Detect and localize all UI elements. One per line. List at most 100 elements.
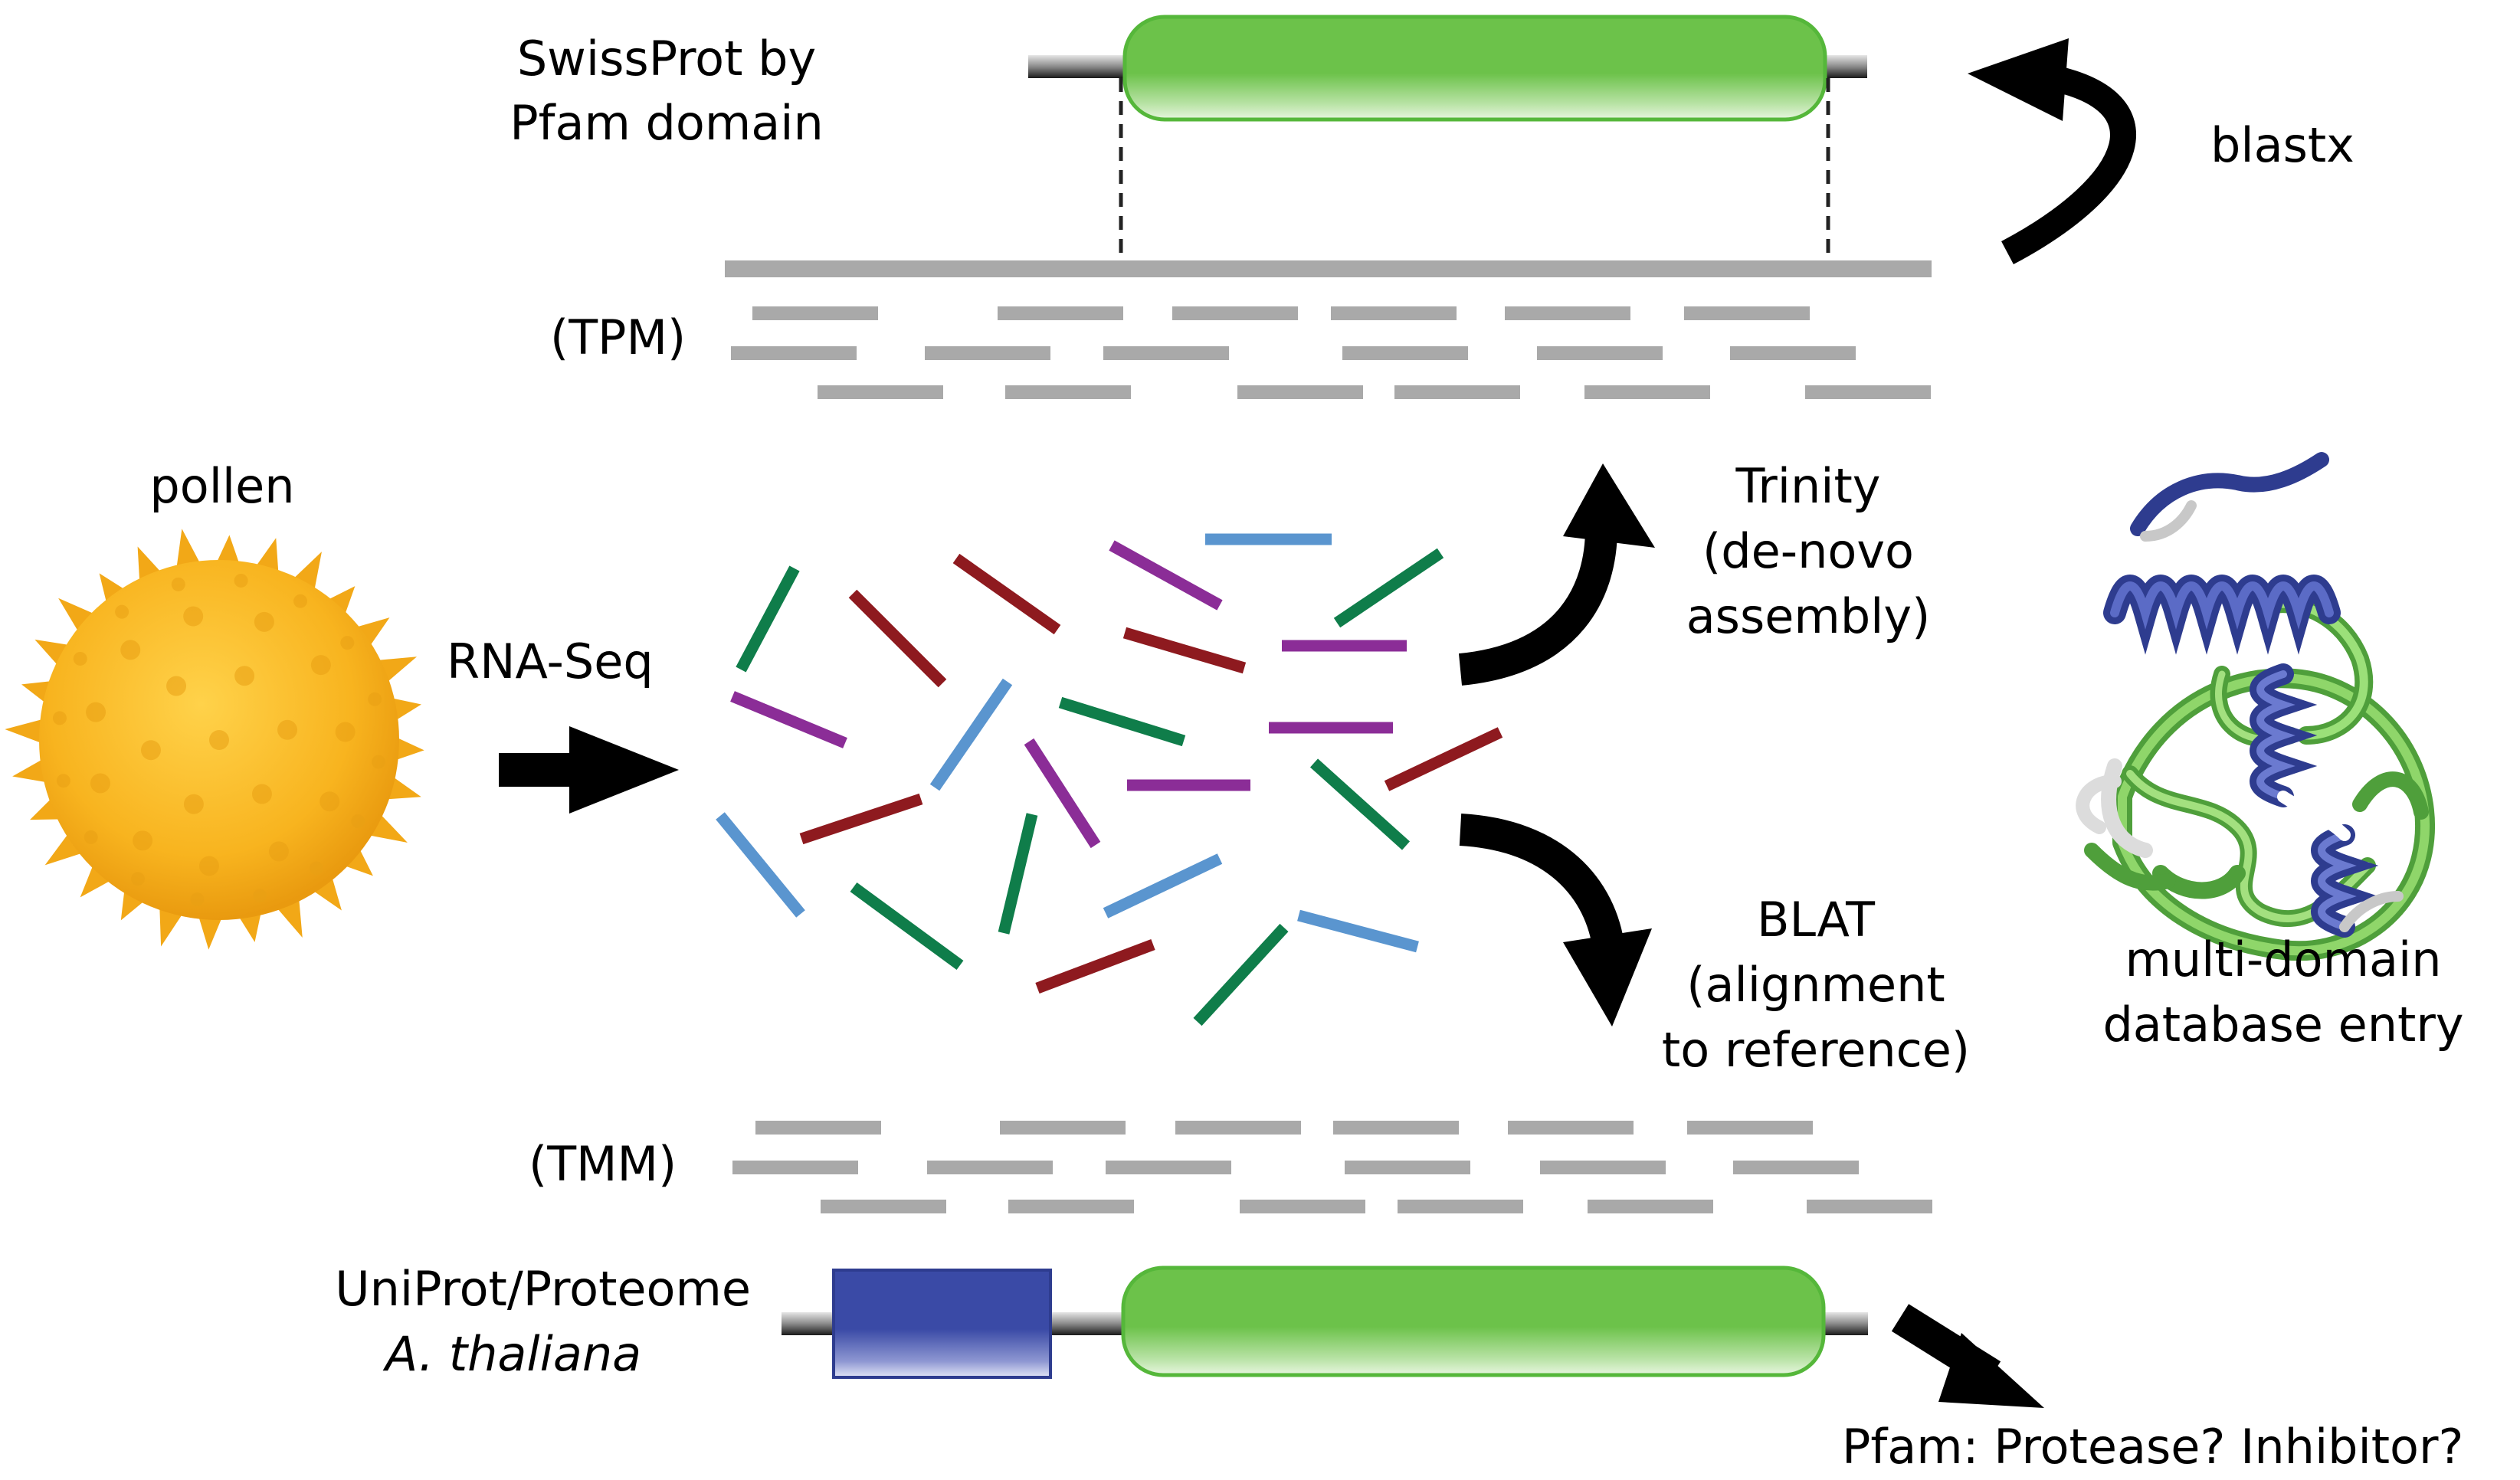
pollen-bump bbox=[309, 861, 323, 876]
pollen-bump bbox=[234, 666, 255, 686]
short-read bbox=[716, 812, 805, 918]
blat-label-line2: (alignment bbox=[1686, 957, 1945, 1013]
pollen-label: pollen bbox=[149, 458, 295, 514]
pollen-bump bbox=[120, 640, 141, 660]
pollen-bump bbox=[320, 791, 340, 812]
mapped-read bbox=[998, 306, 1123, 320]
pollen-bump bbox=[253, 889, 267, 903]
pollen-bump bbox=[84, 830, 98, 844]
mapped-read bbox=[1394, 385, 1520, 399]
mapped-read bbox=[1240, 1200, 1365, 1213]
pollen-bump bbox=[130, 872, 145, 886]
mapped-read bbox=[1008, 1200, 1134, 1213]
short-read bbox=[929, 678, 1013, 791]
mapped-read bbox=[1175, 1121, 1301, 1135]
mapped-read bbox=[1103, 346, 1229, 360]
trinity-label-line2: (de-novo bbox=[1702, 523, 1914, 579]
mapped-read bbox=[755, 1121, 881, 1135]
short-read bbox=[736, 565, 800, 673]
short-read bbox=[998, 813, 1038, 935]
short-read bbox=[850, 882, 964, 971]
mapped-read bbox=[1584, 385, 1710, 399]
pfam-question-label: Pfam: Protease? Inhibitor? bbox=[1842, 1419, 2464, 1475]
pollen-bump bbox=[293, 594, 308, 608]
pollen-spike bbox=[348, 617, 390, 653]
pollen-bump bbox=[310, 655, 331, 676]
mapped-read bbox=[732, 1161, 858, 1174]
swissprot-label-line2: Pfam domain bbox=[510, 95, 824, 151]
pollen-bump bbox=[171, 577, 185, 591]
mapped-read bbox=[1508, 1121, 1634, 1135]
mapped-read bbox=[818, 385, 943, 399]
mapped-read bbox=[1540, 1161, 1666, 1174]
mapped-read bbox=[1730, 346, 1856, 360]
mapped-read bbox=[1398, 1200, 1523, 1213]
rnaseq-arrow bbox=[499, 726, 679, 814]
short-read bbox=[1384, 727, 1503, 791]
rnaseq-read-cloud bbox=[716, 533, 1503, 1027]
short-read bbox=[730, 691, 847, 748]
mapped-read bbox=[1000, 1121, 1126, 1135]
pollen-bump bbox=[183, 606, 204, 627]
short-read bbox=[799, 793, 923, 845]
short-read bbox=[1109, 540, 1223, 611]
mapped-read bbox=[1342, 346, 1468, 360]
pollen-grain-icon bbox=[5, 529, 424, 950]
mapped-read bbox=[1345, 1161, 1470, 1174]
multidomain-label-line2: database entry bbox=[2102, 997, 2464, 1053]
mapped-read bbox=[1588, 1200, 1713, 1213]
short-read bbox=[848, 589, 947, 688]
assembled-contig bbox=[725, 260, 1932, 277]
mapped-read bbox=[1505, 306, 1630, 320]
mapped-read bbox=[1331, 306, 1457, 320]
pollen-bump bbox=[140, 740, 161, 761]
tpm-label: (TPM) bbox=[550, 309, 687, 365]
pollen-bump bbox=[52, 711, 67, 725]
short-read bbox=[1024, 738, 1101, 849]
mapped-read bbox=[1537, 346, 1663, 360]
pollen-bump bbox=[115, 604, 129, 619]
pollen-bump bbox=[234, 573, 248, 588]
pollen-bump bbox=[86, 702, 107, 722]
mapped-read bbox=[731, 346, 857, 360]
mapped-read bbox=[1237, 385, 1363, 399]
mapped-read bbox=[1333, 1121, 1459, 1135]
uniprot-label-line1: UniProt/Proteome bbox=[335, 1261, 751, 1317]
pollen-bump bbox=[368, 692, 382, 706]
short-read bbox=[1333, 548, 1444, 628]
mapped-read bbox=[1805, 385, 1931, 399]
multidomain-label-line1: multi-domain bbox=[2125, 932, 2442, 987]
mapped-read bbox=[1106, 1161, 1231, 1174]
uniprot-protein-bar bbox=[782, 1266, 1868, 1379]
short-read bbox=[952, 553, 1061, 635]
blat-label-line3: to reference) bbox=[1661, 1022, 1971, 1078]
pfam-domain-green-bottom bbox=[1121, 1266, 1826, 1377]
pollen-bump bbox=[340, 636, 355, 650]
pollen-bump bbox=[166, 676, 187, 696]
pollen-spike bbox=[306, 869, 342, 911]
blue-domain-helices bbox=[2103, 452, 2404, 938]
pollen-spike bbox=[320, 586, 356, 623]
blastx-label: blastx bbox=[2210, 117, 2355, 173]
tpm-read-stack bbox=[731, 306, 1931, 399]
blat-arrow bbox=[1459, 814, 1652, 1027]
swissprot-label-line1: SwissProt by bbox=[516, 31, 817, 87]
mapped-read bbox=[925, 346, 1050, 360]
pollen-bump bbox=[133, 830, 153, 851]
pollen-bump bbox=[251, 784, 272, 804]
pollen-bump bbox=[73, 651, 87, 666]
pollen-bump bbox=[209, 730, 229, 750]
pollen-spike bbox=[80, 857, 118, 898]
rnaseq-label: RNA-Seq bbox=[447, 634, 654, 689]
short-read bbox=[1103, 853, 1223, 918]
short-read bbox=[1193, 923, 1289, 1027]
short-read bbox=[1297, 909, 1419, 953]
mapped-read bbox=[1687, 1121, 1813, 1135]
mapped-read bbox=[821, 1200, 946, 1213]
mapped-read bbox=[1807, 1200, 1932, 1213]
mapped-read bbox=[927, 1161, 1053, 1174]
pollen-spike bbox=[336, 841, 373, 876]
short-read bbox=[1035, 938, 1155, 994]
pollen-bump bbox=[372, 755, 386, 769]
